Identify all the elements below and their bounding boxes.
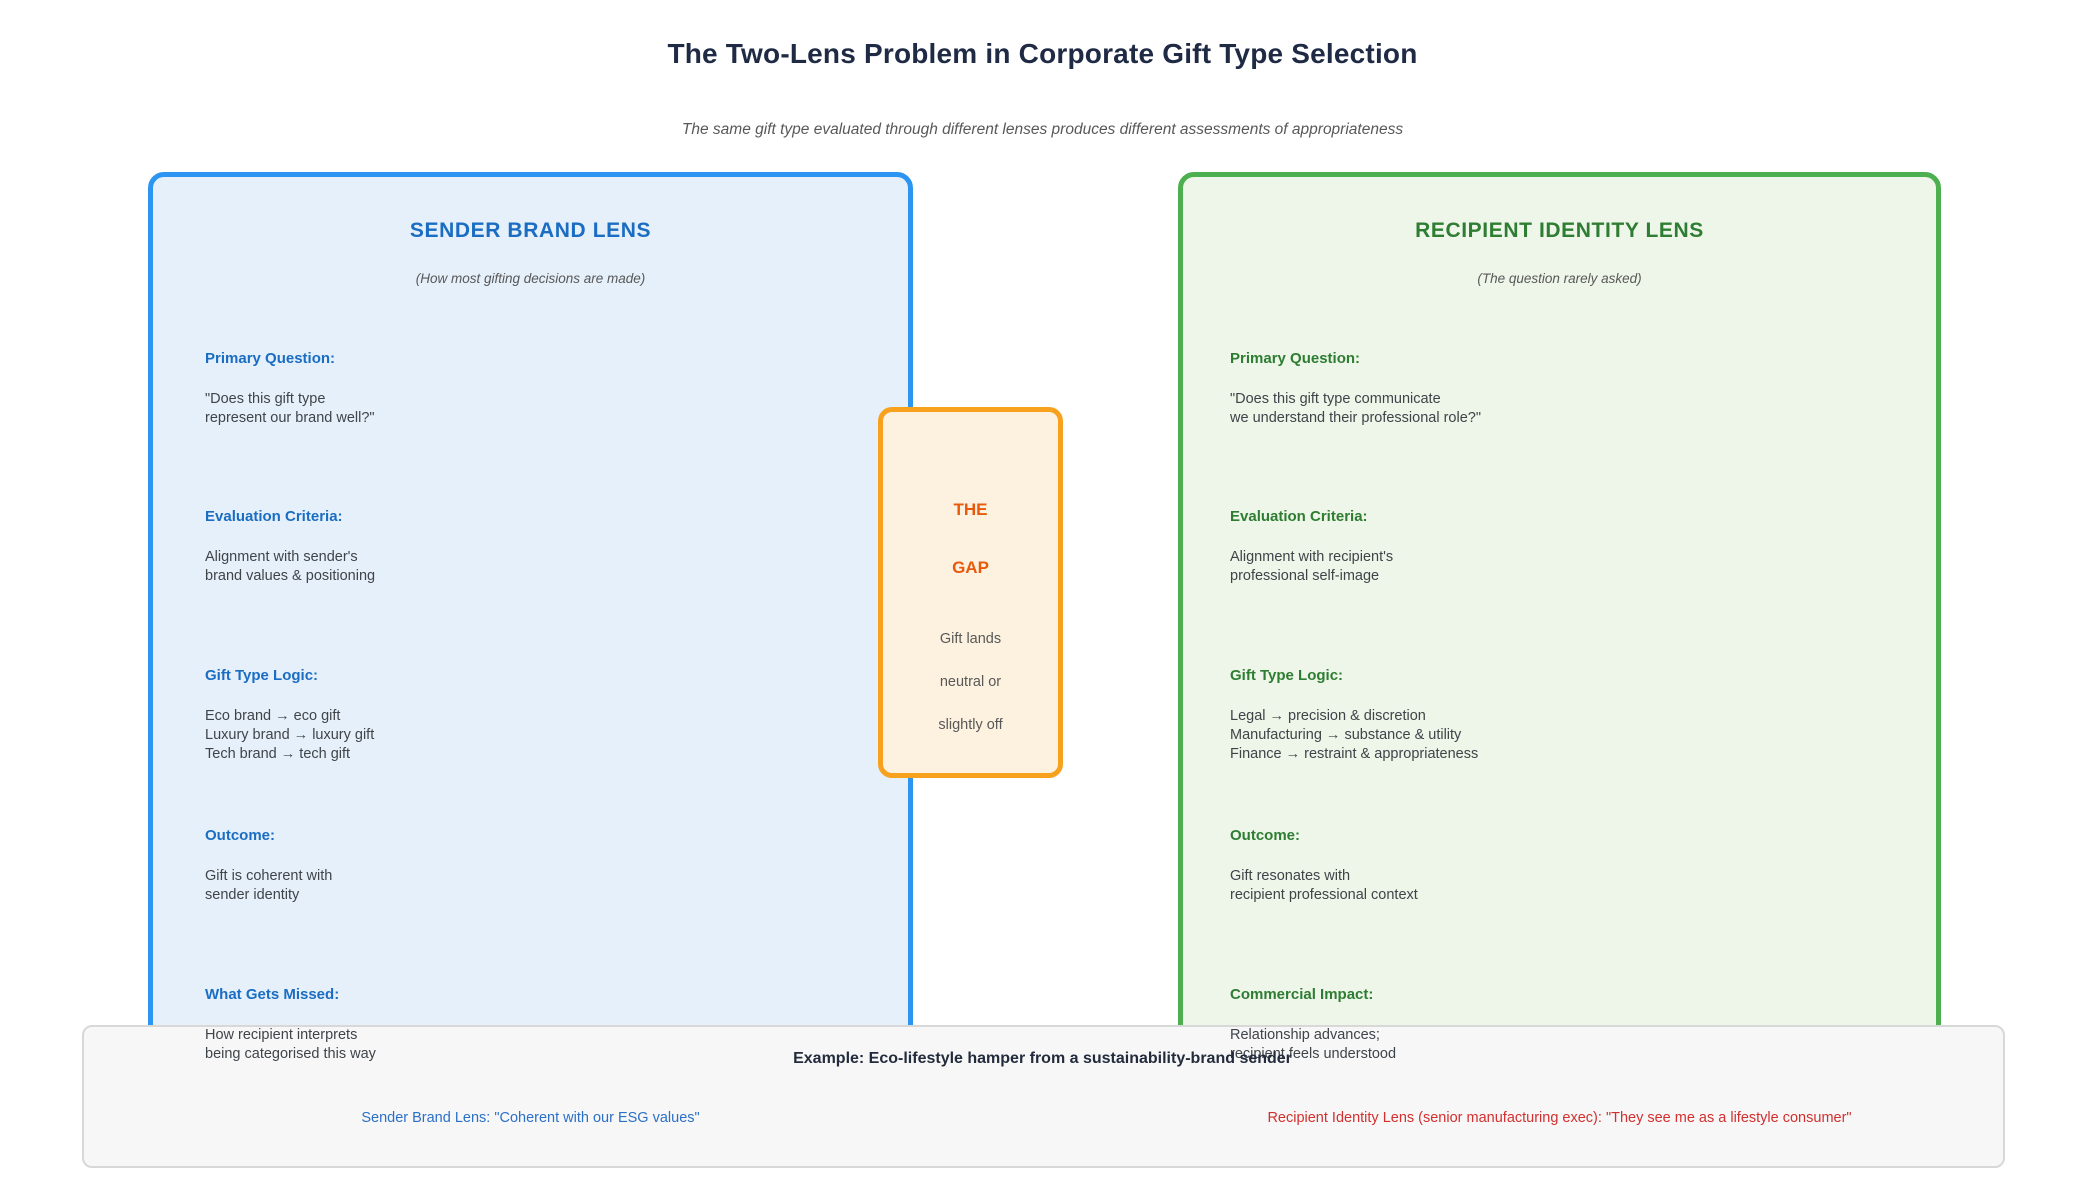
- recipient-lens-subtitle: (The question rarely asked): [1477, 271, 1642, 286]
- sender-lens-header: SENDER BRAND LENS (How most gifting deci…: [153, 177, 908, 286]
- gap-body-line: neutral or: [939, 674, 1002, 690]
- gap-title-line1: THE: [953, 500, 988, 519]
- sender-lens-title: SENDER BRAND LENS: [409, 219, 652, 242]
- recipient-lens-box: RECIPIENT IDENTITY LENS (The question ra…: [1178, 172, 1941, 1120]
- recipient-lens-header: RECIPIENT IDENTITY LENS (The question ra…: [1183, 177, 1936, 286]
- page-subtitle: The same gift type evaluated through dif…: [681, 121, 1404, 138]
- sender-lens-box: SENDER BRAND LENS (How most gifting deci…: [148, 172, 913, 1120]
- gap-box: THE GAP Gift lands neutral or slightly o…: [878, 407, 1063, 778]
- recipient-lens-title: RECIPIENT IDENTITY LENS: [1415, 219, 1704, 242]
- example-box: [82, 1025, 2005, 1168]
- page-title: The Two-Lens Problem in Corporate Gift T…: [667, 38, 1418, 69]
- gap-body-line: slightly off: [938, 717, 1003, 733]
- gap-title-line2: GAP: [952, 558, 989, 577]
- sender-lens-subtitle: (How most gifting decisions are made): [415, 271, 646, 286]
- gap-body-line: Gift lands: [939, 631, 1002, 647]
